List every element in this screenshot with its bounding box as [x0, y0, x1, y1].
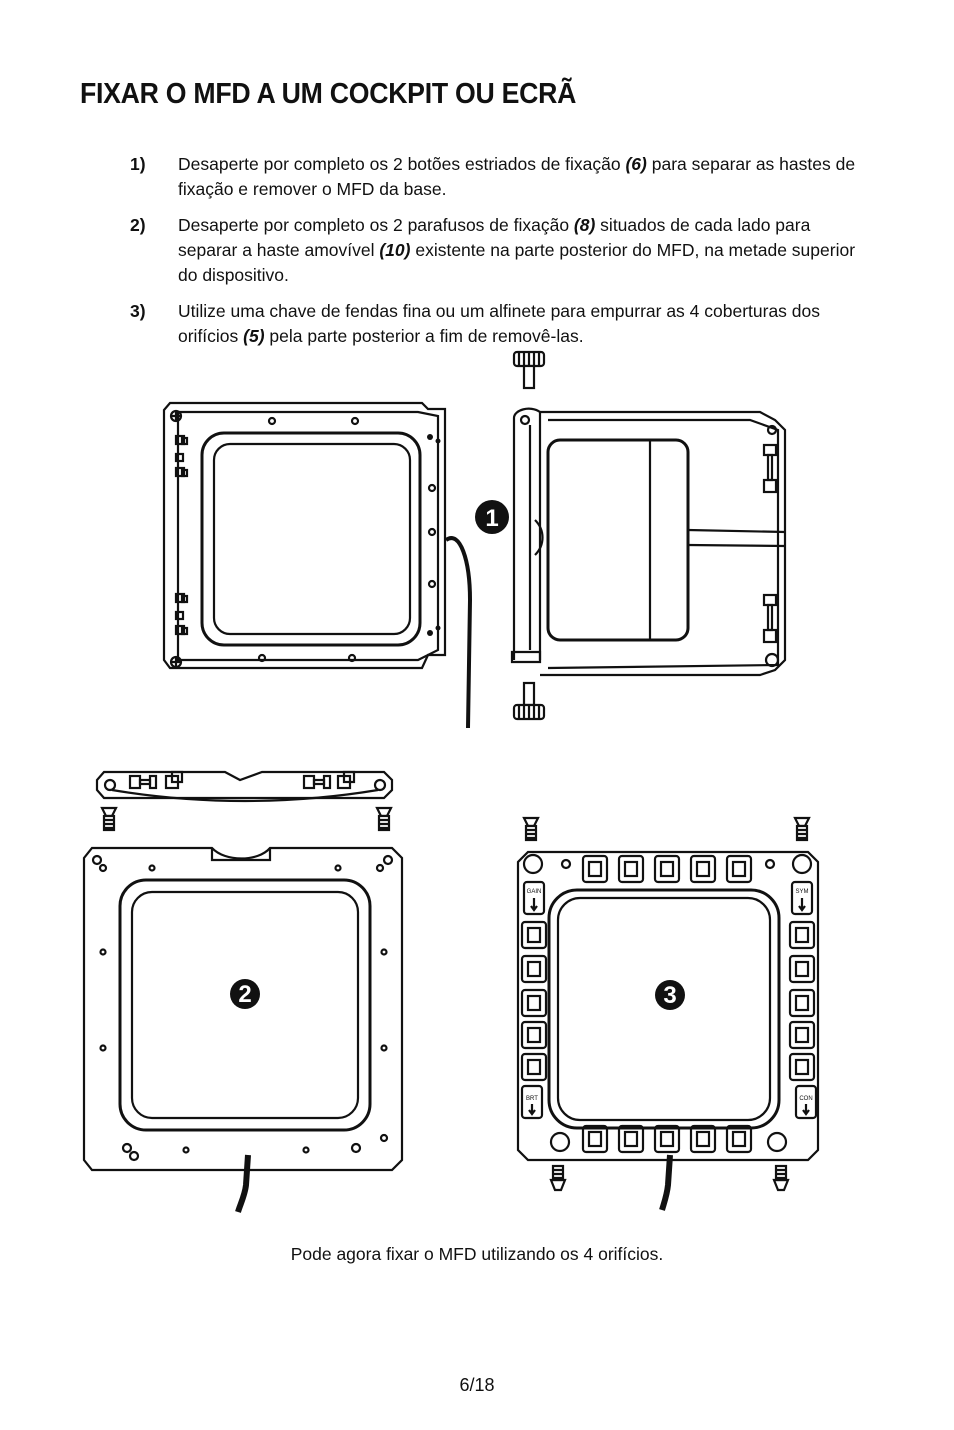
steps-list: 1) Desaperte por completo os 2 botões es… — [130, 152, 870, 360]
mfd-back-plate — [82, 846, 404, 1213]
step-text-part: Desaperte por completo os 2 parafusos de… — [178, 215, 574, 235]
screw-icon — [522, 816, 540, 842]
step-number: 1) — [130, 154, 146, 174]
mfd-front: GAIN SYM BRT CON — [516, 850, 820, 1211]
part-reference: (8) — [573, 215, 596, 235]
step-2: 2) Desaperte por completo os 2 parafusos… — [130, 213, 870, 288]
page-number: 6/18 — [459, 1375, 495, 1395]
step-text-part: pela parte posterior a fim de removê-las… — [264, 326, 584, 346]
step-text: Desaperte por completo os 2 parafusos de… — [178, 213, 870, 288]
rocker-con: CON — [794, 1084, 818, 1120]
screw-icon — [772, 1164, 790, 1192]
badge-label: 1 — [485, 505, 498, 532]
step-3: 3) Utilize uma chave de fendas fina ou u… — [130, 299, 870, 349]
mfd-base-stand — [510, 350, 787, 721]
step-text: Utilize uma chave de fendas fina ou um a… — [178, 299, 870, 349]
step-number: 3) — [130, 301, 146, 321]
screw-icon — [549, 1164, 567, 1192]
step-1: 1) Desaperte por completo os 2 botões es… — [130, 152, 870, 202]
step-text-part: Utilize uma chave de fendas fina ou um a… — [178, 301, 821, 346]
page-title: FIXAR O MFD A UM COCKPIT OU ECRÃ — [80, 78, 577, 110]
knurled-knob-icon — [512, 681, 546, 721]
screw-icon — [375, 806, 393, 832]
screw-icon — [793, 816, 811, 842]
part-reference: (10) — [379, 240, 411, 260]
part-reference: (6) — [625, 154, 647, 174]
step-text-part: para separar as hastes de fixação e remo… — [178, 154, 856, 199]
knurled-knob-icon — [512, 350, 546, 390]
step-text-part: Desaperte por completo os 2 botões estri… — [178, 154, 626, 174]
mounting-illustration: 1 — [82, 350, 820, 1213]
badge-1: 1 — [475, 500, 509, 534]
badge-label: 2 — [238, 981, 251, 1008]
badge-3: 3 — [655, 980, 685, 1010]
rocker-label: BRT — [526, 1096, 538, 1102]
step-text-part: existente na parte posterior do MFD, na … — [178, 240, 856, 285]
figure-caption: Pode agora fixar o MFD utilizando os 4 o… — [290, 1244, 664, 1264]
step-text: Desaperte por completo os 2 botões estri… — [178, 152, 870, 202]
screw-icon — [100, 806, 118, 832]
badge-2: 2 — [230, 979, 260, 1009]
badge-label: 3 — [663, 982, 676, 1009]
rocker-label: CON — [799, 1096, 812, 1102]
step-number: 2) — [130, 215, 146, 235]
step-text-part: situados de cada lado para separar a has… — [178, 215, 811, 260]
rocker-label: SYM — [795, 889, 808, 895]
part-reference: (5) — [243, 326, 265, 346]
mfd-back-view — [162, 401, 473, 729]
rocker-sym: SYM — [790, 880, 814, 916]
rocker-gain: GAIN — [522, 880, 546, 916]
rocker-label: GAIN — [527, 889, 542, 895]
rocker-brt: BRT — [520, 1084, 544, 1120]
removable-bracket — [95, 770, 394, 803]
